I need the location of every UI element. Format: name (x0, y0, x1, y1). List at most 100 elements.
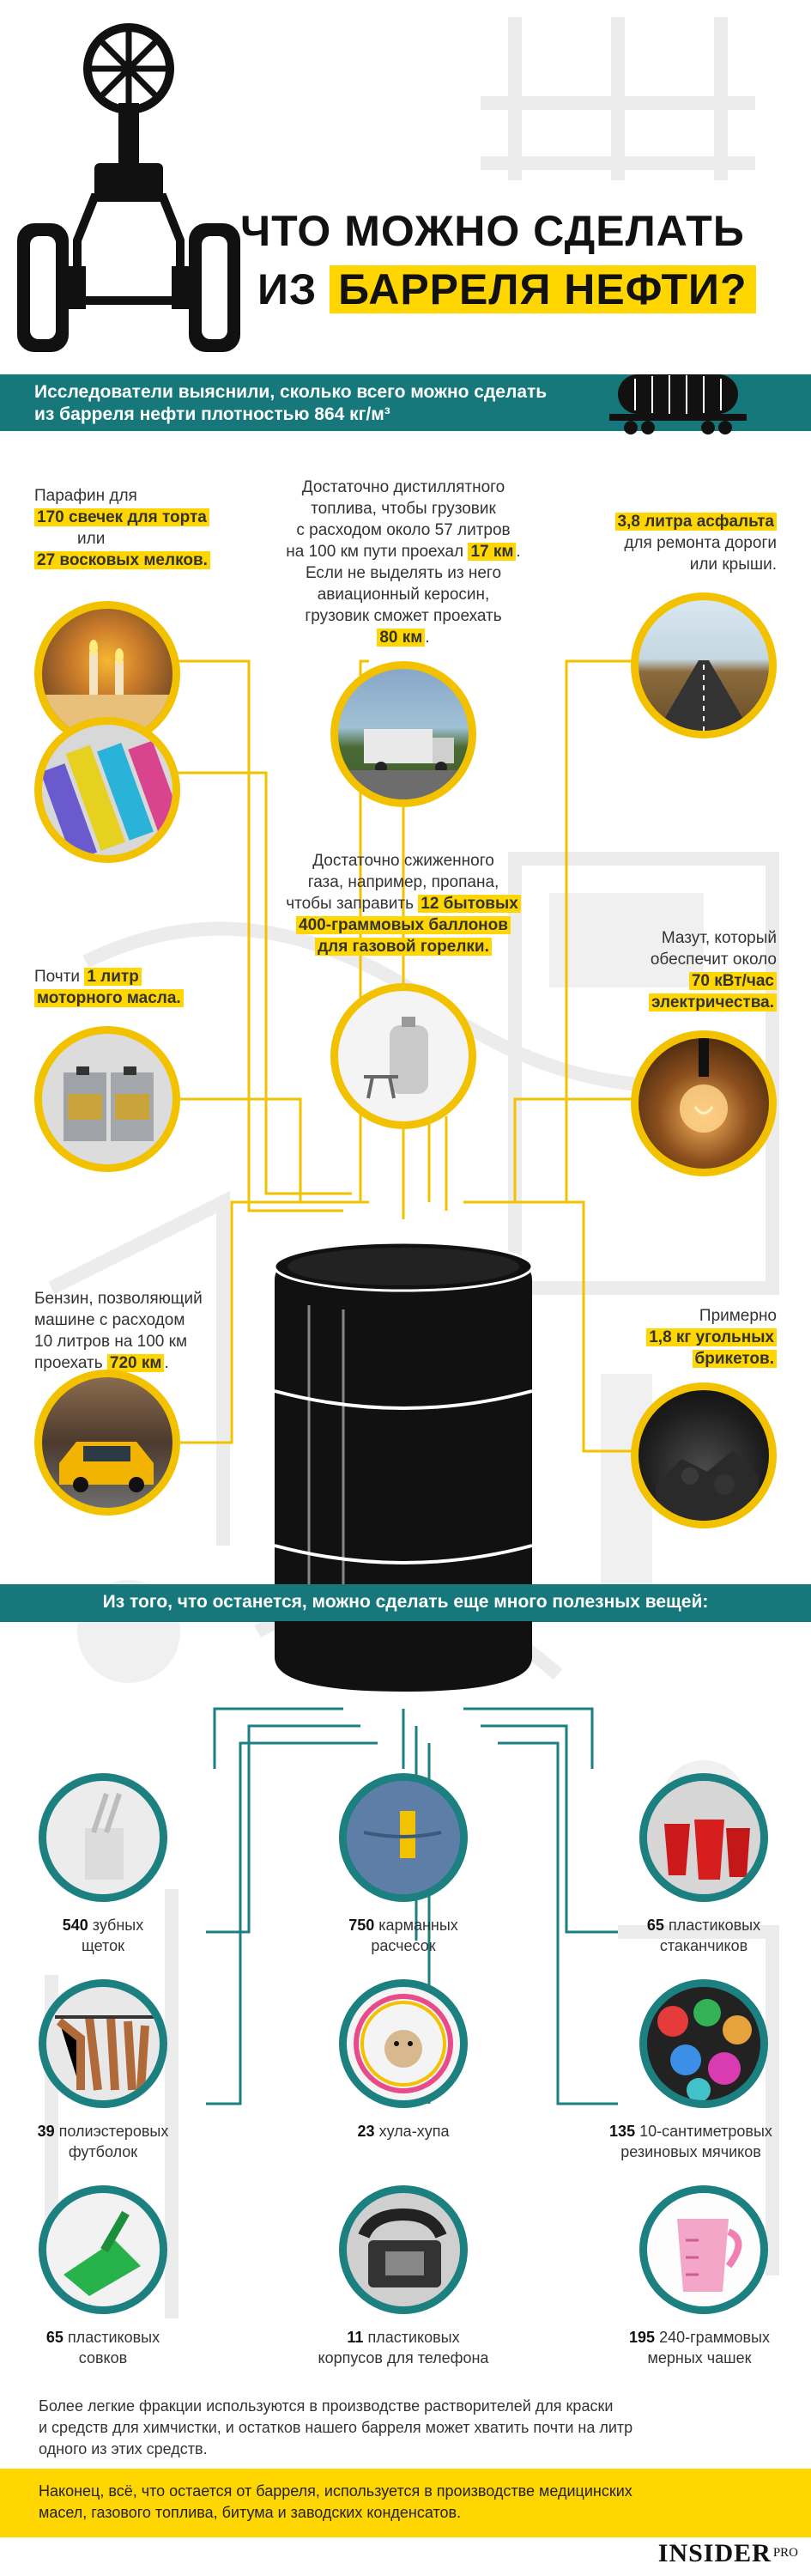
fact-asphalt: 3,8 литра асфальта для ремонта дороги ил… (549, 511, 777, 575)
dustpan-icon (64, 2210, 141, 2296)
fact-mazut-t2: обеспечит около (650, 951, 777, 969)
truck-photo (330, 661, 476, 807)
item-balls: 135 10-сантиметровых резиновых мячиков (584, 2121, 798, 2162)
rubber-balls-photo (639, 1979, 768, 2108)
final-summary-l1: Наконец, всё, что остается от барреля, и… (39, 2482, 632, 2500)
oil-barrel-icon (273, 1241, 534, 1692)
item-cups-text2: стаканчиков (659, 1937, 748, 1954)
item-hula-hoops-num: 23 (357, 2123, 375, 2140)
fact-petrol-t3: 10 литров на 100 км (34, 1333, 188, 1351)
fact-petrol-t4: проехать (34, 1354, 103, 1372)
item-measuring-cups-text2: мерных чашек (647, 2349, 752, 2366)
fact-asphalt-t1: для ремонта дороги (624, 534, 777, 552)
taxi-icon (59, 1442, 154, 1492)
fact-paraffin-h2: 27 восковых мелков. (34, 551, 210, 569)
item-balls-text2: резиновых мячиков (620, 2143, 761, 2160)
fact-diesel-t6: авиационный керосин, (317, 586, 490, 604)
fact-mazut-h1: 70 кВт/час (688, 972, 777, 990)
fact-diesel-t7: грузовик сможет проехать (305, 607, 502, 625)
item-toothbrushes-num: 540 (62, 1917, 88, 1934)
fact-gas: Достаточно сжиженного газа, например, пр… (266, 850, 541, 957)
remaining-uses-banner: Из того, что останется, можно сделать ещ… (0, 1584, 811, 1622)
brand-sup: PRO (772, 2545, 798, 2560)
pipeline-valve-icon (17, 23, 240, 352)
solvents-note: Более легкие фракции используются в прои… (39, 2396, 785, 2460)
item-dustpans-text2: совков (78, 2349, 128, 2366)
gas-canister-icon (364, 1017, 428, 1099)
fact-mazut-h2: электричества. (648, 993, 777, 1012)
fact-coal-h1: 1,8 кг угольных (646, 1328, 777, 1346)
item-phone-cases-text1: пластиковых (367, 2329, 460, 2346)
crayons-photo (34, 717, 180, 863)
item-dustpans-num: 65 (45, 2329, 64, 2346)
fact-diesel-t2: топлива, чтобы грузовик (311, 500, 496, 518)
item-measuring-cups-num: 195 (629, 2329, 656, 2346)
item-combs-text1: карманных (378, 1917, 458, 1934)
final-summary-banner: Наконец, всё, что остается от барреля, и… (0, 2469, 811, 2537)
fact-petrol-t1: Бензин, позволяющий (34, 1290, 203, 1308)
fact-gas-t1: Достаточно сжиженного (312, 852, 494, 870)
item-toothbrushes-text2: щеток (82, 1937, 124, 1954)
phone-photo (339, 2185, 468, 2314)
fact-coal-t1: Примерно (699, 1307, 777, 1325)
comb-icon (347, 1781, 460, 1894)
fact-paraffin-mid: или (77, 530, 106, 548)
toothbrush-icon (85, 1793, 124, 1880)
item-combs-text2: расчесок (371, 1937, 436, 1954)
fact-gas-t2: газа, например, пропана, (307, 873, 499, 891)
fact-asphalt-h1: 3,8 литра асфальта (614, 513, 777, 531)
oil-bottle-icon (64, 1066, 154, 1141)
title-line-1: Что можно сделать (240, 207, 745, 255)
item-cups-num: 65 (646, 1917, 664, 1934)
fact-gas-h3: для газовой горелки. (315, 938, 492, 956)
item-hula-hoops-text1: хула-хупа (378, 2123, 450, 2140)
item-tshirts-text2: футболок (68, 2143, 138, 2160)
fact-diesel-t3: с расходом около 57 литров (296, 521, 511, 539)
phone-icon (358, 2208, 447, 2287)
intro-line-2: из барреля нефти плотностью 864 кг/м³ (34, 404, 390, 424)
road-icon (657, 660, 750, 731)
item-tshirts: 39 полиэстеровых футболок (17, 2121, 189, 2162)
fact-petrol-t2: машине с расходом (34, 1311, 185, 1329)
item-balls-text1: 10-сантиметровых (639, 2123, 772, 2140)
fact-diesel-t1: Достаточно дистиллятного (301, 478, 505, 496)
fact-mazut: Мазут, который обеспечит около 70 кВт/ча… (549, 927, 777, 1013)
fact-oil: Почти 1 литр моторного масла. (34, 966, 257, 1009)
fact-oil-h2: моторного масла. (34, 989, 184, 1007)
crayons-icon (42, 740, 172, 855)
fact-gas-t3: чтобы заправить (286, 895, 414, 913)
hula-hoop-photo (339, 1979, 468, 2108)
oil-barrel-bottom (275, 1621, 532, 1686)
truck-icon (338, 729, 469, 799)
tank-wagon-icon (609, 374, 747, 434)
solvents-note-l3: одного из этих средств. (39, 2440, 208, 2458)
plastic-cups-photo (639, 1773, 768, 1902)
item-balls-num: 135 (609, 2123, 636, 2140)
tshirts-photo (39, 1979, 167, 2108)
coal-photo (631, 1382, 777, 1528)
infographic-title: Что можно сделать из барреля нефти? (240, 206, 790, 314)
fact-paraffin-h1: 170 свечек для торта (34, 508, 209, 526)
item-tshirts-num: 39 (37, 2123, 55, 2140)
solvents-note-l2: и средств для химчистки, и остатков наше… (39, 2419, 633, 2436)
ball-icon (657, 1999, 752, 2100)
intro-line-1: Исследователи выяснили, сколько всего мо… (34, 382, 548, 402)
combs-photo (339, 1773, 468, 1902)
dustpan-photo (39, 2185, 167, 2314)
teal-connector-lines (206, 1707, 618, 2105)
tshirt-icon (55, 2015, 154, 2091)
brand-name: INSIDER (657, 2539, 772, 2567)
fact-paraffin: Парафин для 170 свечек для торта или 27 … (34, 485, 257, 571)
item-tshirts-text1: полиэстеровых (58, 2123, 169, 2140)
item-phone-cases-num: 11 (347, 2329, 364, 2346)
road-photo (631, 592, 777, 738)
cup-icon (664, 1820, 750, 1880)
gas-burner-photo (330, 983, 476, 1129)
title-line-2-highlight: барреля нефти? (330, 265, 756, 313)
item-measuring-cups: 195 240-граммовых мерных чашек (596, 2327, 802, 2368)
item-measuring-cups-text1: 240-граммовых (659, 2329, 770, 2346)
